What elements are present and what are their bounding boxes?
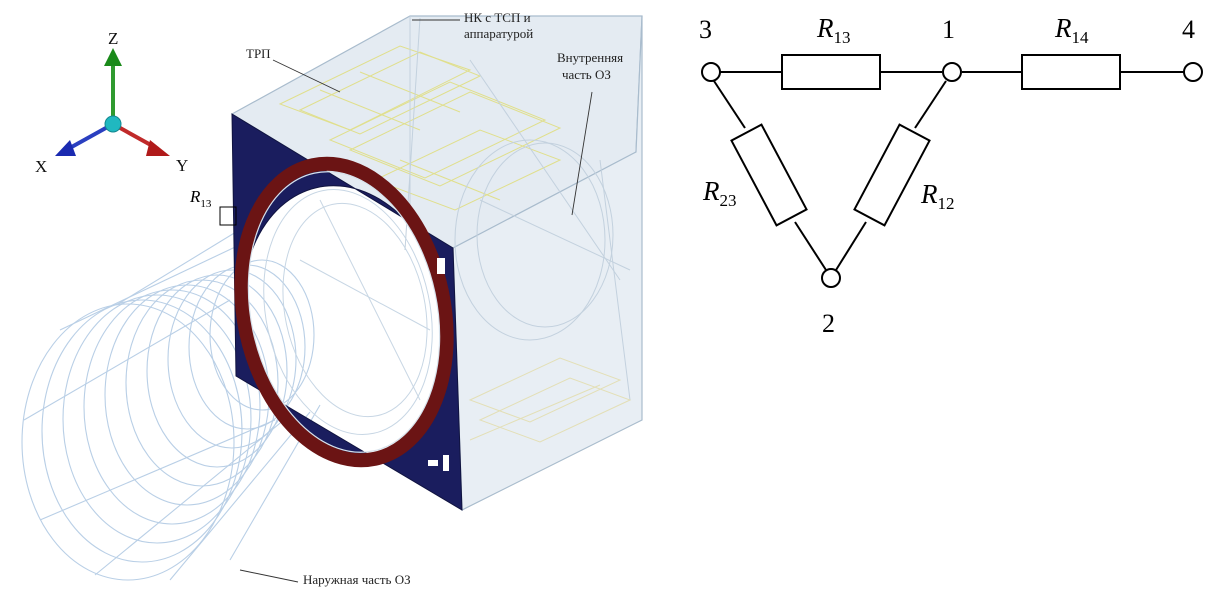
r13-label: R13	[816, 13, 851, 47]
frame-mark	[428, 460, 438, 466]
r14-label: R14	[1054, 13, 1089, 47]
ring	[234, 156, 454, 468]
node-2	[821, 268, 841, 288]
label-inner-line2: часть ОЗ	[562, 67, 611, 82]
node-4	[1183, 62, 1203, 82]
label-outer: Наружная часть ОЗ	[303, 572, 411, 587]
callout-lines	[239, 19, 593, 583]
axis-triad: Z X Y	[35, 29, 188, 176]
label-r13-model: R13	[189, 187, 212, 210]
label-nk-line2: аппаратурой	[464, 26, 533, 41]
r13-marker	[219, 206, 237, 226]
frame-mark	[443, 455, 449, 471]
node-4-label: 4	[1182, 15, 1195, 44]
circuit	[701, 54, 1203, 288]
internal-structure	[404, 16, 631, 401]
frame-mark	[437, 258, 445, 274]
node-1-label: 1	[942, 15, 955, 44]
node-3-label: 3	[699, 15, 712, 44]
axis-z-label: Z	[108, 29, 118, 48]
axis-x-label: X	[35, 157, 47, 176]
resistor-r14	[1021, 54, 1121, 90]
axis-y-label: Y	[176, 156, 188, 175]
resistor-r12	[853, 123, 931, 227]
node-1	[942, 62, 962, 82]
model-3d: Z X Y ТРП НК с ТСП и аппаратурой Внутрен…	[21, 10, 643, 587]
outer-cone	[21, 231, 321, 581]
resistor-r23	[730, 123, 808, 227]
r23-label: R23	[702, 176, 737, 210]
label-inner-line1: Внутренняя	[557, 50, 623, 65]
node-2-label: 2	[822, 309, 835, 338]
node-3	[701, 62, 721, 82]
circuit-labels: 3 1 4 2 R13 R14 R23 R12	[699, 13, 1195, 338]
ring-interior	[263, 189, 433, 435]
resistor-r13	[781, 54, 881, 90]
bottom-boards	[468, 357, 632, 443]
wire-r23-2	[794, 221, 827, 271]
label-nk-line1: НК с ТСП и	[464, 10, 531, 25]
wire-r12-2	[835, 221, 867, 271]
r12-label: R12	[920, 179, 955, 213]
label-trp: ТРП	[246, 46, 271, 61]
wire-1-r12	[914, 80, 947, 129]
wire-3-r23	[713, 80, 746, 129]
